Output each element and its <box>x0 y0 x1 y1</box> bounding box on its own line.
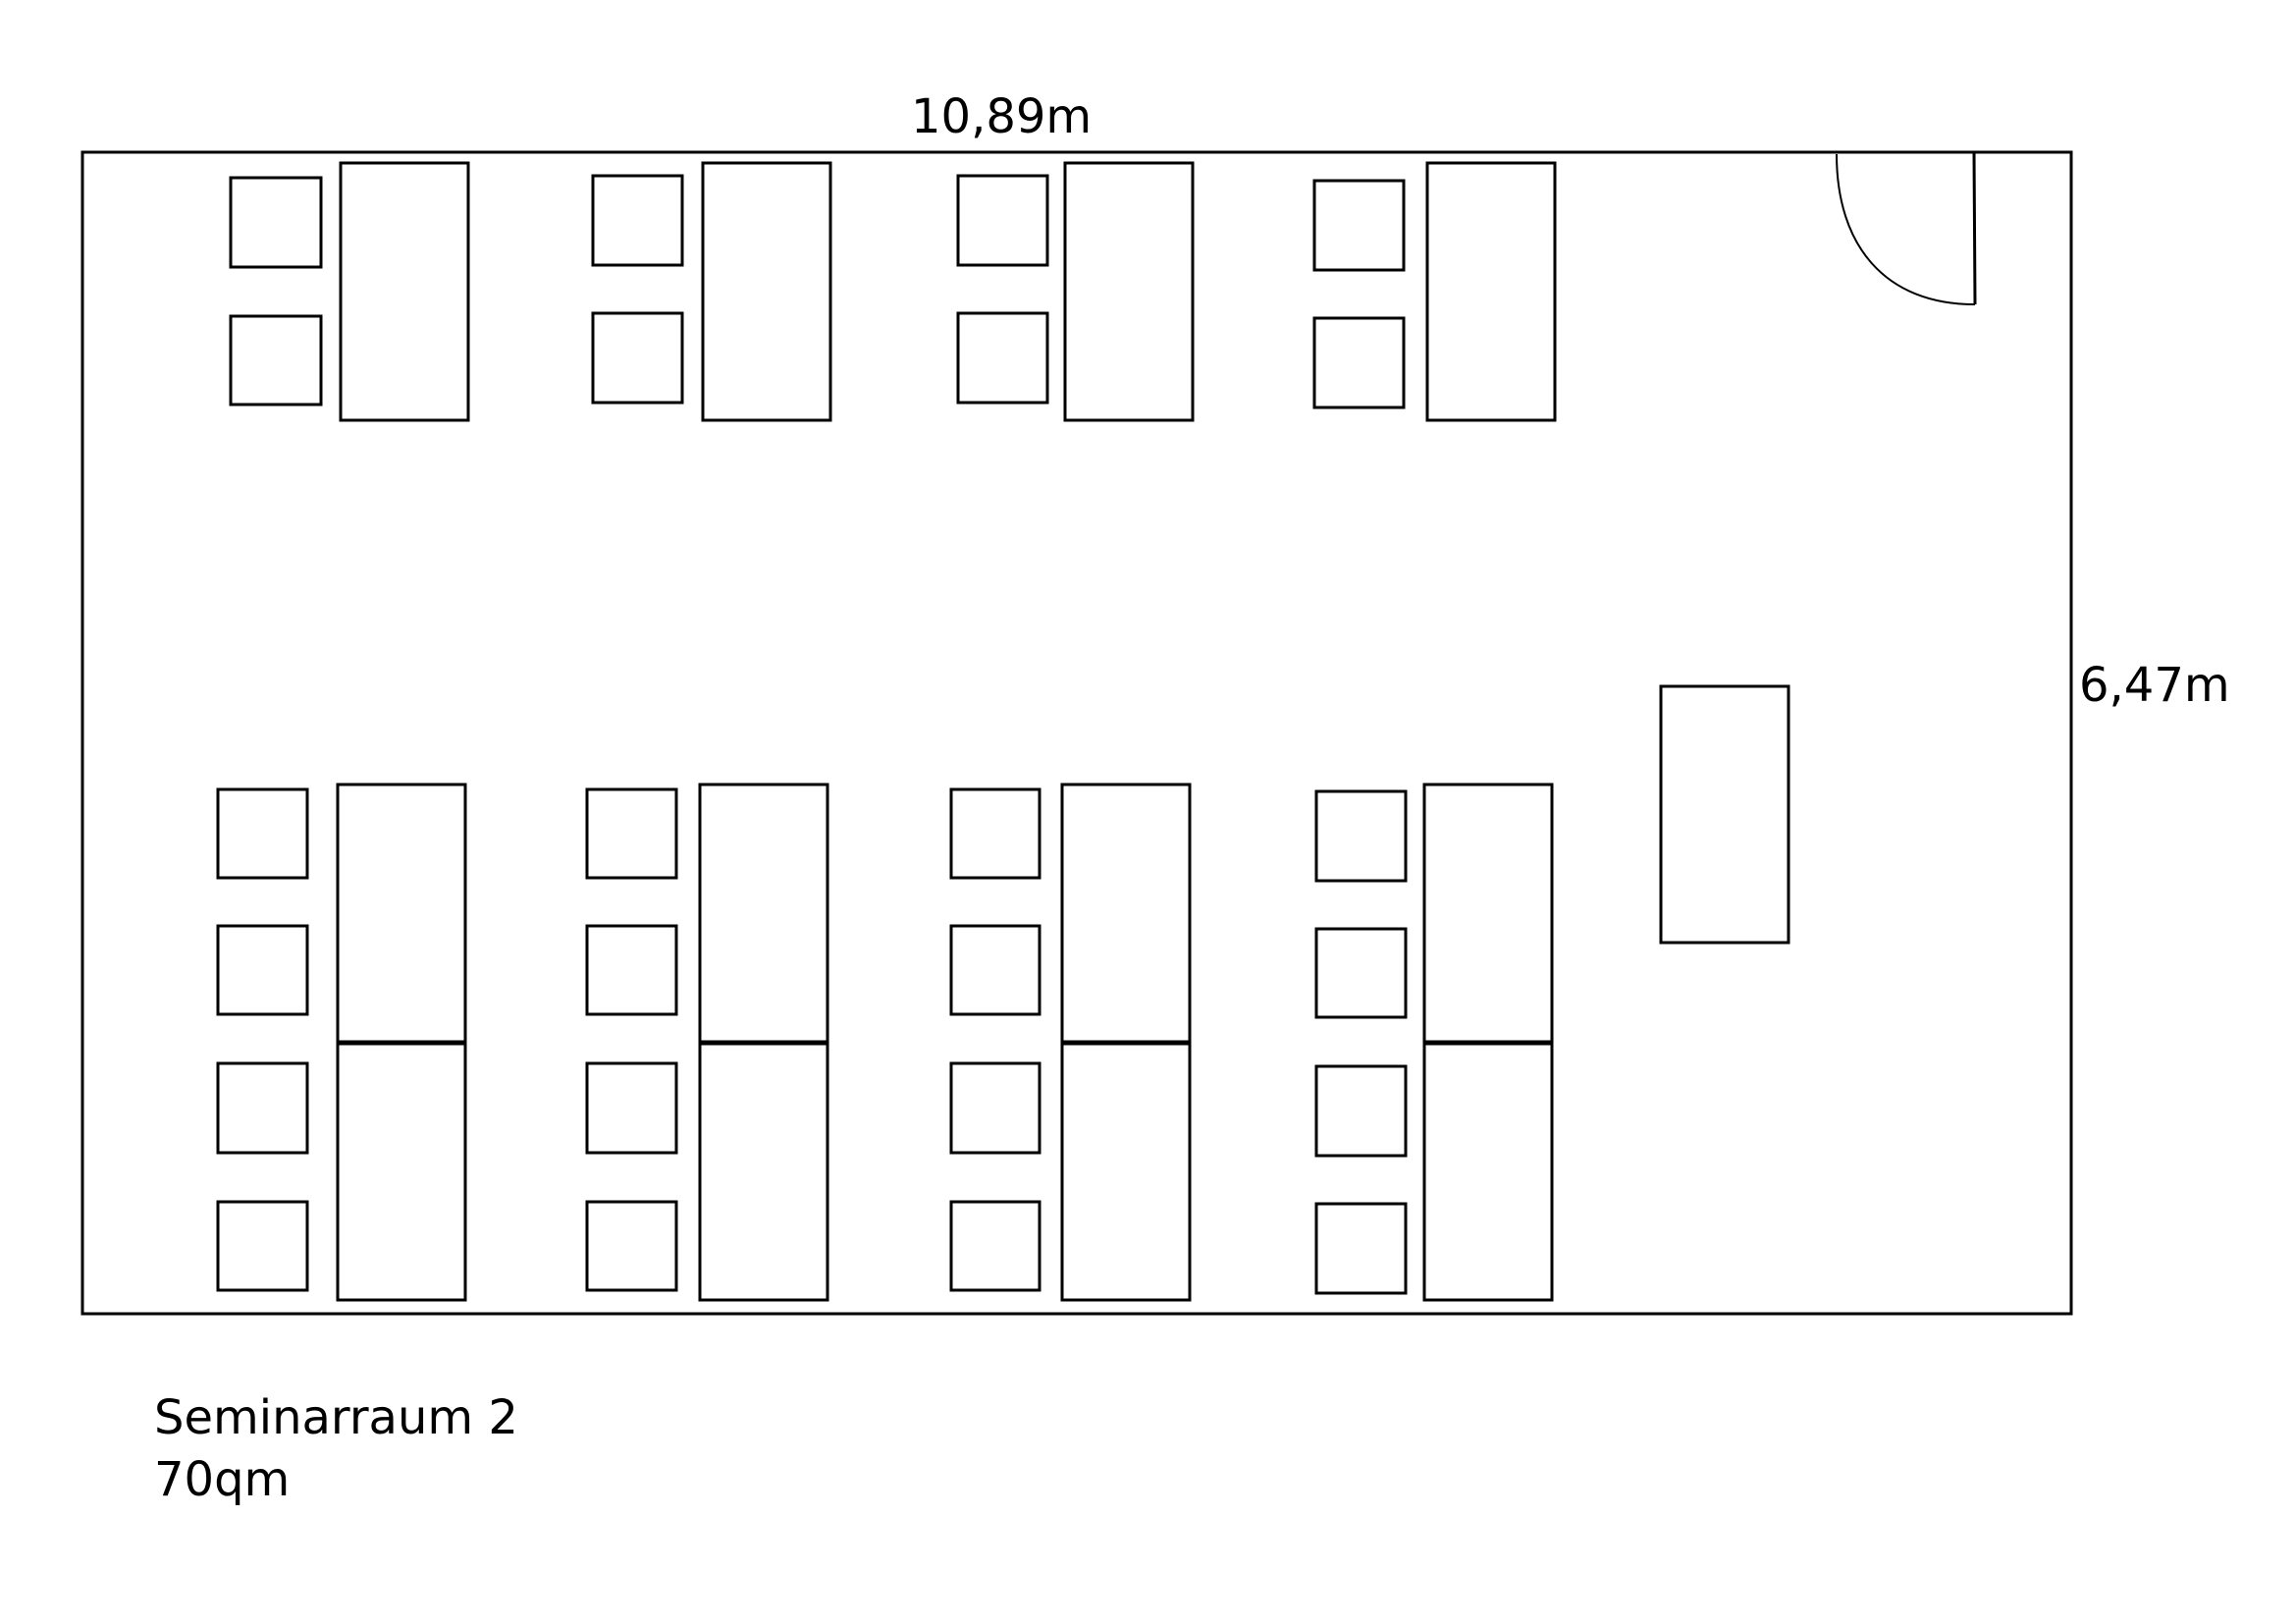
table <box>1422 783 1554 1045</box>
chair <box>1314 927 1408 1019</box>
table <box>698 1041 829 1302</box>
chair <box>585 1061 678 1155</box>
room-height-label: 6,47m <box>2079 658 2230 713</box>
chair <box>216 1061 309 1155</box>
chair <box>949 924 1041 1016</box>
room-outline <box>80 150 2073 1316</box>
chair <box>216 1200 309 1292</box>
chair <box>585 924 678 1016</box>
table <box>1060 1041 1192 1302</box>
lectern-table <box>1659 684 1790 945</box>
chair <box>216 787 309 880</box>
back-group-4 <box>1314 783 1554 1302</box>
chair <box>1312 179 1406 272</box>
back-group-2 <box>585 783 829 1302</box>
room-width-label: 10,89m <box>911 89 1093 144</box>
front-group-1 <box>229 161 470 422</box>
front-group-2 <box>591 161 832 422</box>
chair <box>1314 1202 1408 1295</box>
table <box>1425 161 1557 422</box>
table <box>336 1041 467 1302</box>
chair <box>956 174 1049 267</box>
chair <box>949 1061 1041 1155</box>
table <box>1060 783 1192 1045</box>
chair <box>216 924 309 1016</box>
door-swing-arc <box>1836 153 1976 305</box>
back-group-3 <box>949 783 1192 1302</box>
chair <box>585 1200 678 1292</box>
back-group-1 <box>216 783 467 1302</box>
table <box>701 161 832 422</box>
chair <box>1314 1064 1408 1158</box>
chair <box>585 787 678 880</box>
table <box>698 783 829 1045</box>
front-group-3 <box>956 161 1195 422</box>
chair <box>229 176 323 269</box>
chair <box>956 311 1049 405</box>
chair <box>949 1200 1041 1292</box>
table <box>1063 161 1195 422</box>
chair <box>1314 789 1408 883</box>
chair <box>949 787 1041 880</box>
table <box>339 161 470 422</box>
chair <box>591 174 684 267</box>
table <box>336 783 467 1045</box>
door <box>1836 151 1977 305</box>
front-group-4 <box>1312 161 1557 422</box>
chair <box>591 311 684 405</box>
chair <box>1312 316 1406 409</box>
door-leaf <box>1972 151 1977 305</box>
room-name-label: Seminarraum 2 <box>154 1390 518 1445</box>
room-area-label: 70qm <box>154 1452 291 1507</box>
chair <box>229 314 323 406</box>
table <box>1422 1041 1554 1302</box>
